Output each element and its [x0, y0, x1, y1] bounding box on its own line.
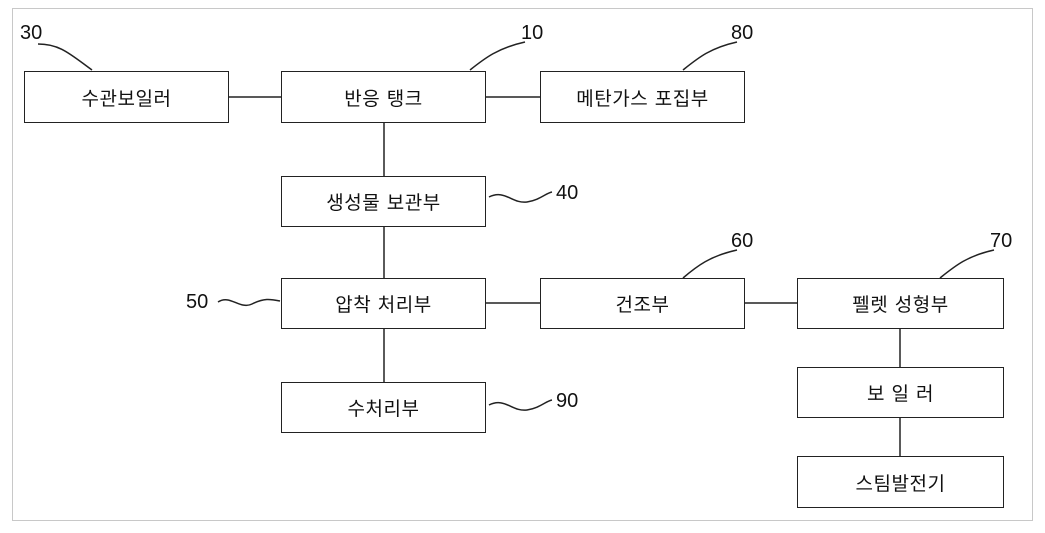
ref-label-10: 10 [521, 22, 543, 45]
water-treatment-box: 수처리부 [281, 382, 486, 433]
leader-40 [489, 192, 552, 202]
ref-label-80: 80 [731, 22, 753, 45]
ref-label-40: 40 [556, 182, 578, 205]
pellet-forming-box: 펠렛 성형부 [797, 278, 1004, 329]
leader-10 [470, 42, 525, 70]
leader-50 [218, 299, 280, 305]
leader-90 [489, 400, 552, 410]
ref-label-70: 70 [990, 230, 1012, 253]
boiler-tube-box: 수관보일러 [24, 71, 229, 123]
leader-30 [38, 44, 92, 70]
boiler-box: 보 일 러 [797, 367, 1004, 418]
leader-60 [683, 250, 737, 278]
ref-label-60: 60 [731, 230, 753, 253]
leader-80 [683, 42, 737, 70]
drying-box: 건조부 [540, 278, 745, 329]
steam-generator-box: 스팀발전기 [797, 456, 1004, 508]
ref-label-50: 50 [186, 291, 208, 314]
reaction-tank-box: 반응 탱크 [281, 71, 486, 123]
compression-box: 압착 처리부 [281, 278, 486, 329]
methane-collector-box: 메탄가스 포집부 [540, 71, 745, 123]
leader-70 [940, 250, 994, 278]
product-storage-box: 생성물 보관부 [281, 176, 486, 227]
ref-label-30: 30 [20, 22, 42, 45]
ref-label-90: 90 [556, 390, 578, 413]
